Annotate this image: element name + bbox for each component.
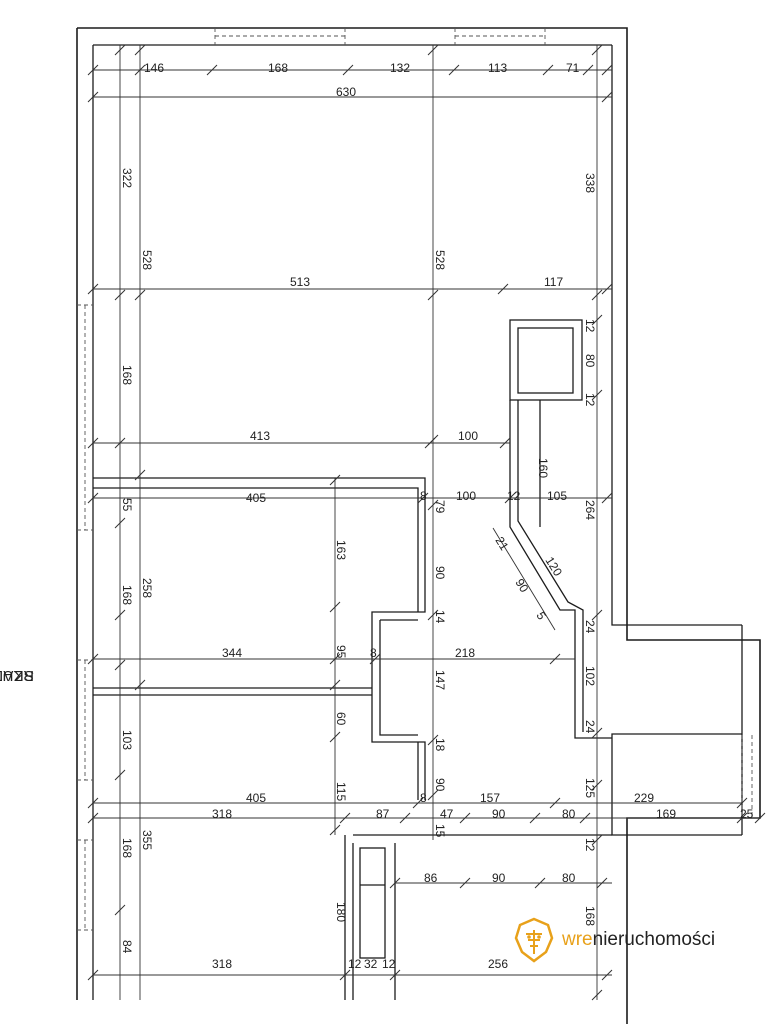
dim-label: 12 <box>583 319 597 333</box>
dim-label: 21 <box>492 534 511 553</box>
dim-label: 90 <box>512 576 531 595</box>
dim-label: 24 <box>583 720 597 734</box>
dim-label: 322 <box>120 168 134 188</box>
dim-label: 60 <box>334 712 348 726</box>
dim-label: 12 <box>583 838 597 852</box>
dim-label: 168 <box>120 365 134 385</box>
dim-label: 146 <box>144 61 164 75</box>
dim-label: 355 <box>140 830 154 850</box>
dim-label: 180 <box>334 902 348 922</box>
dim-label: 103 <box>120 730 134 750</box>
dim-label: 132 <box>390 61 410 75</box>
dim-label: 80 <box>562 807 576 821</box>
dim-label: 102 <box>583 666 597 686</box>
dim-label: 405 <box>246 791 266 805</box>
drawing-title: RZUT ARCHITEKTONICZNY SKALA:5( <box>0 664 34 1004</box>
dim-label: 90 <box>492 871 506 885</box>
dim-label: 258 <box>140 578 154 598</box>
vertical-dimension-labels: 322 528 528 338 12 80 12 168 160 264 55 … <box>120 168 597 954</box>
dim-label: 84 <box>120 940 134 954</box>
dim-label: 12 <box>583 393 597 407</box>
dim-label: 344 <box>222 646 242 660</box>
dim-label: 18 <box>433 738 447 752</box>
dim-label: 513 <box>290 275 310 289</box>
dim-label: 413 <box>250 429 270 443</box>
scale-label: SKALA:5( <box>0 667 34 684</box>
dim-label: 12 <box>348 957 362 971</box>
dim-label: 338 <box>583 173 597 193</box>
dim-label: 100 <box>458 429 478 443</box>
lion-icon <box>514 917 554 963</box>
dim-label: 55 <box>120 498 134 512</box>
dim-label: 117 <box>544 275 563 289</box>
dim-label: 86 <box>424 871 438 885</box>
dim-label: 528 <box>433 250 447 270</box>
angled-dimension-labels: 21 120 90 5 <box>492 534 565 622</box>
dim-label: 32 <box>364 957 378 971</box>
dim-label: 630 <box>336 85 356 99</box>
dimension-lines <box>93 45 760 1000</box>
dim-label: 90 <box>492 807 506 821</box>
logo-accent: wre <box>562 929 593 950</box>
brand-logo: wrenieruchomości <box>512 914 762 966</box>
dim-label: 318 <box>212 957 232 971</box>
dim-label: 168 <box>268 61 288 75</box>
dim-label: 168 <box>583 906 597 926</box>
dim-label: 71 <box>566 61 580 75</box>
dim-label: 47 <box>440 807 454 821</box>
dim-label: 24 <box>583 620 597 634</box>
dim-label: 168 <box>120 585 134 605</box>
interior-walls <box>93 319 612 1000</box>
windows <box>77 28 753 931</box>
dim-label: 100 <box>456 489 476 503</box>
dim-label: 5 <box>533 609 549 622</box>
dim-label: 168 <box>120 838 134 858</box>
dim-label: 229 <box>634 791 654 805</box>
dim-label: 115 <box>334 782 348 801</box>
dimension-labels: 146 168 132 113 71 630 513 117 413 100 4… <box>144 61 754 971</box>
dim-label: 264 <box>583 500 597 520</box>
dim-label: 120 <box>542 554 565 579</box>
dim-label: 14 <box>433 610 447 624</box>
dimension-ticks <box>87 44 766 1001</box>
dim-label: 12 <box>507 489 521 503</box>
dim-label: 105 <box>547 489 567 503</box>
dim-label: 90 <box>433 778 447 792</box>
logo-text: nieruchomości <box>592 929 716 950</box>
dim-label: 79 <box>433 500 447 514</box>
dim-label: 256 <box>488 957 508 971</box>
dim-label: 80 <box>562 871 576 885</box>
dim-label: 87 <box>376 807 390 821</box>
dim-label: 157 <box>480 791 500 805</box>
dim-label: 15 <box>433 824 447 838</box>
dim-label: 113 <box>488 61 507 75</box>
dim-label: 12 <box>382 957 396 971</box>
dim-label: 169 <box>656 807 676 821</box>
dim-label: 25 <box>740 807 754 821</box>
dim-label: 8 <box>370 646 377 660</box>
dim-label: 8 <box>420 791 427 805</box>
dim-label: 80 <box>583 354 597 368</box>
dim-label: 8 <box>420 489 427 503</box>
dim-label: 160 <box>536 458 550 478</box>
dim-label: 528 <box>140 250 154 270</box>
dim-label: 147 <box>433 670 447 690</box>
dim-label: 125 <box>583 778 597 798</box>
dim-label: 90 <box>433 566 447 580</box>
dim-label: 95 <box>334 645 348 659</box>
dim-label: 218 <box>455 646 475 660</box>
dim-label: 318 <box>212 807 232 821</box>
dim-label: 163 <box>334 540 348 560</box>
dim-label: 405 <box>246 491 266 505</box>
